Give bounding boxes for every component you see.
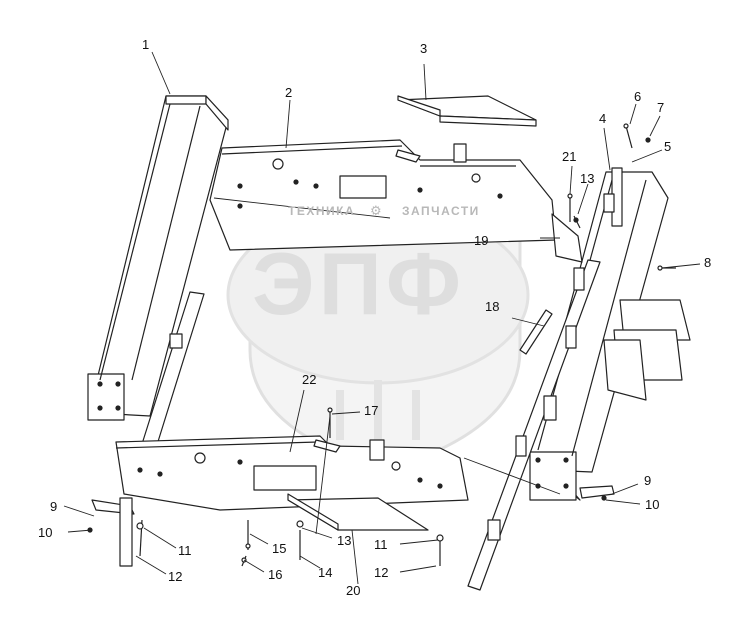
callout-21: 21	[562, 149, 577, 164]
part-1-left-box-beam	[87, 95, 229, 421]
callout-9-right: 9	[644, 473, 652, 488]
callout-9-left: 9	[50, 499, 58, 514]
right-mount-brackets	[603, 299, 691, 401]
callout-17: 17	[364, 403, 379, 418]
part-2-rear-plate	[209, 139, 557, 251]
callout-2: 2	[285, 85, 293, 100]
watermark-left-text: ТЕХНИКА	[288, 204, 356, 218]
right-lower-bracket	[579, 485, 615, 499]
part-3-top-plate	[397, 95, 537, 127]
callout-16: 16	[268, 567, 283, 582]
callout-1: 1	[142, 37, 150, 52]
part-22-front-plate	[115, 435, 469, 511]
watermark-wheat-icon	[336, 380, 420, 445]
callout-15: 15	[272, 541, 287, 556]
leader-lines	[63, 51, 701, 585]
callout-10-left: 10	[38, 525, 53, 540]
callout-18: 18	[485, 299, 500, 314]
callout-13-bottom: 13	[337, 533, 352, 548]
left-lower-bracket	[91, 497, 135, 567]
bracket-tab	[313, 439, 341, 453]
bracket-tab	[395, 149, 421, 163]
bracket-tab	[453, 143, 467, 163]
callout-11-right: 11	[374, 537, 388, 552]
callout-22: 22	[302, 372, 317, 387]
callout-13-top: 13	[580, 171, 595, 186]
callout-4: 4	[599, 111, 607, 126]
callout-14: 14	[318, 565, 333, 580]
inner-rail	[467, 193, 615, 591]
callout-3: 3	[420, 41, 428, 56]
part-20-bottom-plate	[287, 493, 429, 531]
bolts	[87, 123, 676, 567]
watermark-logo-text: ЭПФ	[252, 234, 465, 333]
gear-icon: ⚙	[370, 203, 382, 218]
callout-7: 7	[657, 100, 665, 115]
callout-11-left: 11	[178, 543, 192, 558]
callout-8: 8	[704, 255, 712, 270]
callout-5: 5	[664, 139, 672, 154]
callout-20: 20	[346, 583, 361, 598]
part-19-bracket	[551, 213, 583, 263]
callout-12-right: 12	[374, 565, 389, 580]
callout-10-right: 10	[645, 497, 660, 512]
callout-19: 19	[474, 233, 489, 248]
callout-12-left: 12	[168, 569, 183, 584]
watermark-right-text: ЗАПЧАСТИ	[402, 204, 480, 218]
callout-6: 6	[634, 89, 642, 104]
part-18-strip	[519, 309, 553, 355]
bracket-tab	[369, 439, 385, 461]
